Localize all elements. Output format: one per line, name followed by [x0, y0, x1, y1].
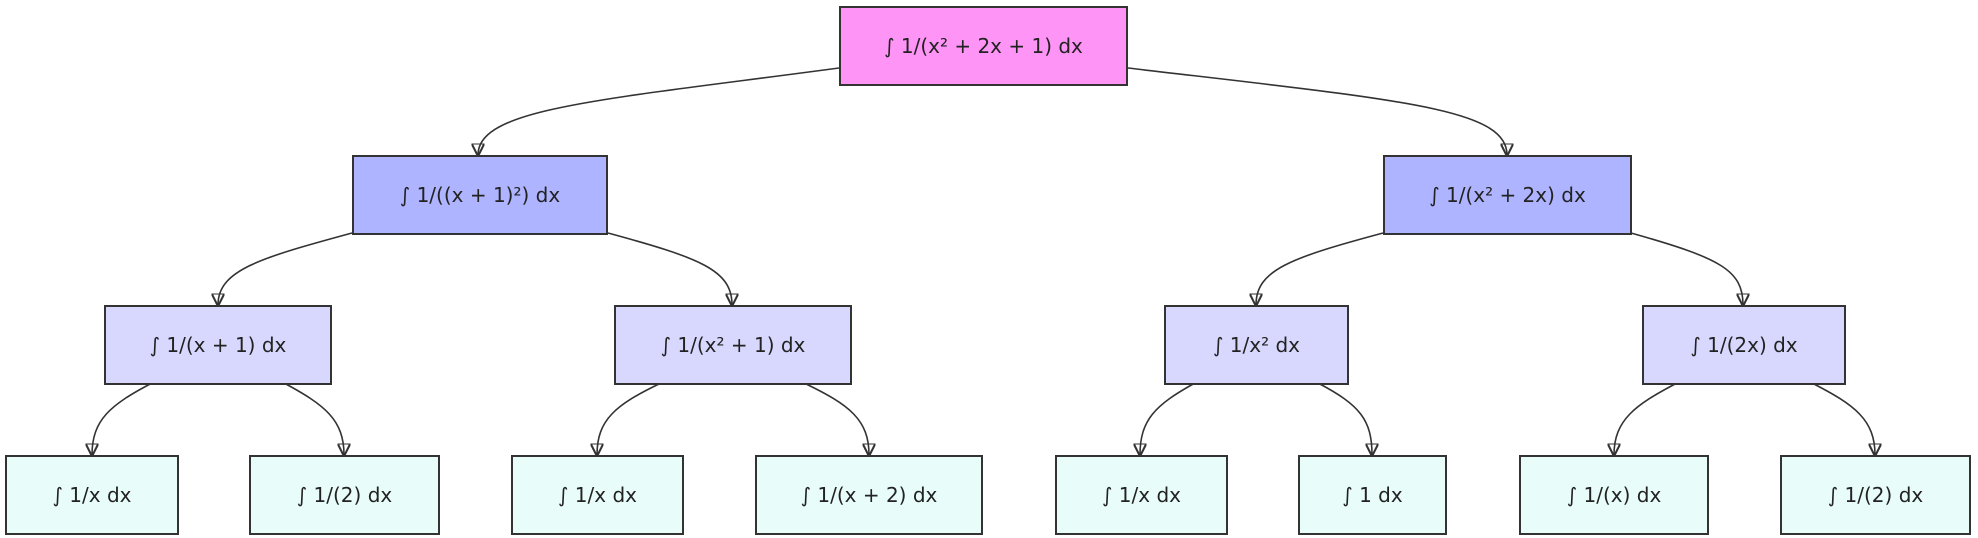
- node-right-right: ∫ 1/(2x) dx: [1642, 305, 1846, 385]
- node-left-right: ∫ 1/(x² + 1) dx: [614, 305, 852, 385]
- node-left-left-right: ∫ 1/(2) dx: [249, 455, 440, 535]
- edge-rr-to-rrr: [1811, 382, 1875, 455]
- edge-root-to-left: [478, 67, 840, 155]
- edge-rl-to-rlr: [1317, 382, 1372, 455]
- edge-right-to-rr: [1630, 232, 1743, 305]
- edge-left-to-ll: [218, 232, 353, 305]
- node-right: ∫ 1/(x² + 2x) dx: [1383, 155, 1632, 235]
- edge-rr-to-rrl: [1614, 382, 1678, 455]
- node-right-right-right: ∫ 1/(2) dx: [1780, 455, 1971, 535]
- node-left-left-left: ∫ 1/x dx: [5, 455, 179, 535]
- node-left-right-left: ∫ 1/x dx: [511, 455, 684, 535]
- node-right-right-left: ∫ 1/(x) dx: [1519, 455, 1709, 535]
- node-left: ∫ 1/((x + 1)²) dx: [352, 155, 608, 235]
- edge-right-to-rl: [1256, 232, 1384, 305]
- edge-ll-to-llr: [283, 382, 344, 455]
- edge-left-to-lr: [607, 232, 732, 305]
- node-right-left-left: ∫ 1/x dx: [1055, 455, 1228, 535]
- node-right-left-right: ∫ 1 dx: [1298, 455, 1447, 535]
- node-left-right-right: ∫ 1/(x + 2) dx: [755, 455, 983, 535]
- edge-rl-to-rll: [1140, 382, 1196, 455]
- edge-lr-to-lrl: [597, 382, 662, 455]
- node-left-left: ∫ 1/(x + 1) dx: [104, 305, 332, 385]
- edge-root-to-right: [1127, 67, 1507, 155]
- node-root: ∫ 1/(x² + 2x + 1) dx: [839, 6, 1128, 86]
- edge-ll-to-lll: [92, 382, 153, 455]
- node-right-left: ∫ 1/x² dx: [1164, 305, 1349, 385]
- edge-lr-to-lrr: [803, 382, 869, 455]
